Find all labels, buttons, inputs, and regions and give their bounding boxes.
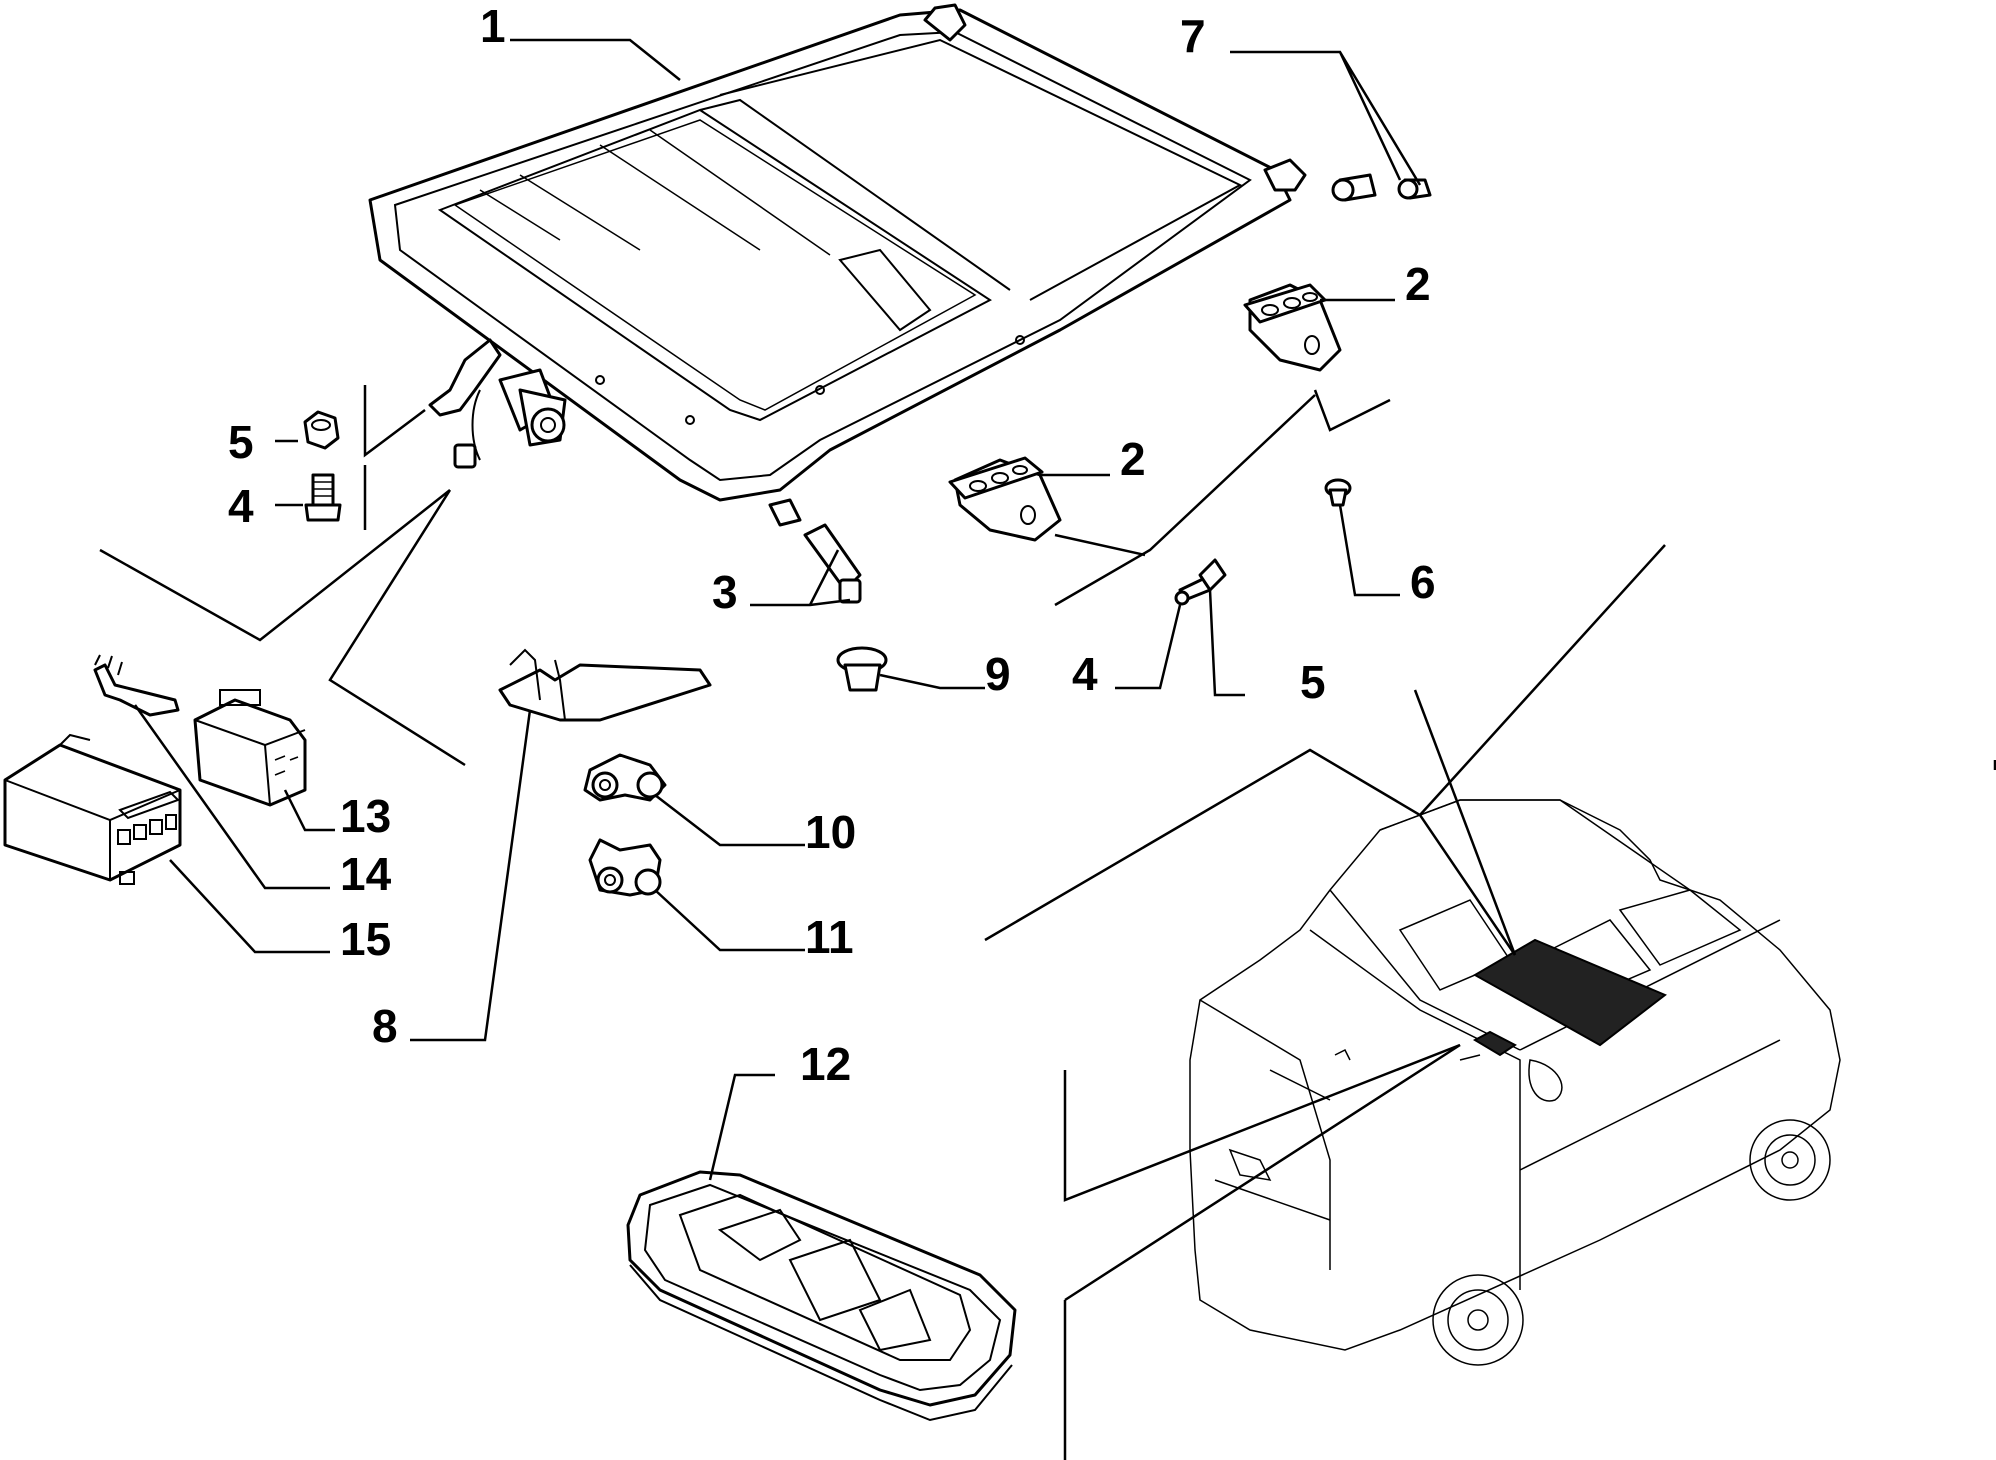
part-10-cable-clip <box>583 753 667 802</box>
callout-13: 13 <box>340 790 391 842</box>
part-5-clip-right <box>1198 558 1227 592</box>
callout-12: 12 <box>800 1038 851 1090</box>
callout-4-right: 4 <box>1072 648 1098 700</box>
part-15-control-unit <box>3 733 182 885</box>
roof-lamp-highlight <box>1472 1030 1517 1057</box>
callout-9: 9 <box>985 648 1011 700</box>
detail-view-lines <box>99 385 1996 1460</box>
part-4-screw-left <box>304 473 342 522</box>
part-2-hinge-bracket-upper <box>1243 283 1342 372</box>
part-5-nut-left <box>303 410 340 450</box>
callout-8: 8 <box>372 1000 398 1052</box>
callout-3: 3 <box>712 566 738 618</box>
leader-lines <box>133 38 1422 1181</box>
callout-labels: 1 2 2 3 4 4 5 5 6 7 8 9 10 11 12 13 14 1… <box>228 0 1436 1090</box>
car-illustration <box>1189 799 1841 1366</box>
callout-5-right: 5 <box>1300 656 1326 708</box>
callout-2-upper: 2 <box>1405 258 1431 310</box>
callout-5-left: 5 <box>228 416 254 468</box>
callout-15: 15 <box>340 913 391 965</box>
part-6-grommet <box>1324 478 1352 507</box>
part-9-plug <box>836 646 888 692</box>
part-1-sunroof-frame <box>368 3 1307 527</box>
part-8-bracket <box>498 648 712 722</box>
callout-7: 7 <box>1180 10 1206 62</box>
part-2-hinge-bracket-lower <box>948 456 1062 542</box>
callout-2-lower: 2 <box>1120 433 1146 485</box>
part-12-roof-lamp-housing <box>626 1170 1017 1422</box>
callout-6: 6 <box>1410 556 1436 608</box>
part-11-cable-clip <box>588 838 662 897</box>
sunroof-highlight <box>1472 938 1667 1047</box>
callout-4-left: 4 <box>228 480 254 532</box>
callout-11: 11 <box>805 911 854 963</box>
part-7-bulbs <box>1331 173 1432 202</box>
part-3-drain-hose <box>803 523 862 604</box>
part-13-connector-housing <box>193 689 307 807</box>
part-14-terminal <box>93 654 180 717</box>
callout-10: 10 <box>805 806 856 858</box>
callout-14: 14 <box>340 848 392 900</box>
callout-1: 1 <box>480 0 506 52</box>
